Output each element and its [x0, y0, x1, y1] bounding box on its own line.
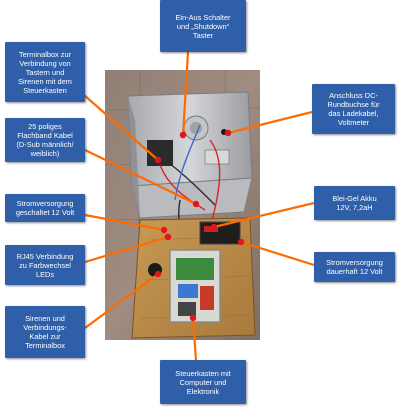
callout-ribbon-cable-text: 25 poliges Flachband Kabel (D-Sub männli…	[16, 122, 74, 158]
callout-siren-cable: Sirenen und Verbindungs- Kabel zur Termi…	[5, 306, 85, 358]
callout-battery-text: Blei-Gel Akku 12V, 7,2aH	[332, 194, 377, 212]
anchor-dots	[154, 129, 245, 322]
callout-power-switched: Stromversorgung geschaltet 12 Volt	[5, 194, 85, 222]
callout-dc-jack-text: Anschluss DC- Rundbuchse für das Ladekab…	[327, 91, 380, 127]
metal-enclosure	[127, 91, 253, 219]
callout-switch: Ein-Aus Schalter und „Shutdown“ Taster	[160, 0, 246, 52]
callout-control-box-text: Steuerkasten mit Computer und Elektronik	[175, 368, 231, 396]
callout-dc-jack: Anschluss DC- Rundbuchse für das Ladekab…	[312, 84, 395, 134]
callout-terminalbox: Terminalbox zur Verbindung von Tastern u…	[5, 42, 85, 102]
leader-lines	[83, 51, 315, 361]
callout-power-permanent: Stromversorgung dauerhaft 12 Volt	[314, 252, 395, 282]
callout-rj45: RJ45 Verbindung zu Farbwechsel LEDs	[5, 245, 85, 285]
callout-ribbon-cable: 25 poliges Flachband Kabel (D-Sub männli…	[5, 118, 85, 162]
callout-power-switched-text: Stromversorgung geschaltet 12 Volt	[15, 199, 75, 217]
callout-siren-cable-text: Sirenen und Verbindungs- Kabel zur Termi…	[23, 314, 67, 350]
callout-power-permanent-text: Stromversorgung dauerhaft 12 Volt	[326, 258, 383, 276]
callout-rj45-text: RJ45 Verbindung zu Farbwechsel LEDs	[16, 251, 74, 279]
callout-switch-text: Ein-Aus Schalter und „Shutdown“ Taster	[175, 12, 231, 40]
callout-battery: Blei-Gel Akku 12V, 7,2aH	[314, 186, 395, 220]
callout-terminalbox-text: Terminalbox zur Verbindung von Tastern u…	[18, 49, 72, 95]
callout-control-box: Steuerkasten mit Computer und Elektronik	[160, 360, 246, 404]
